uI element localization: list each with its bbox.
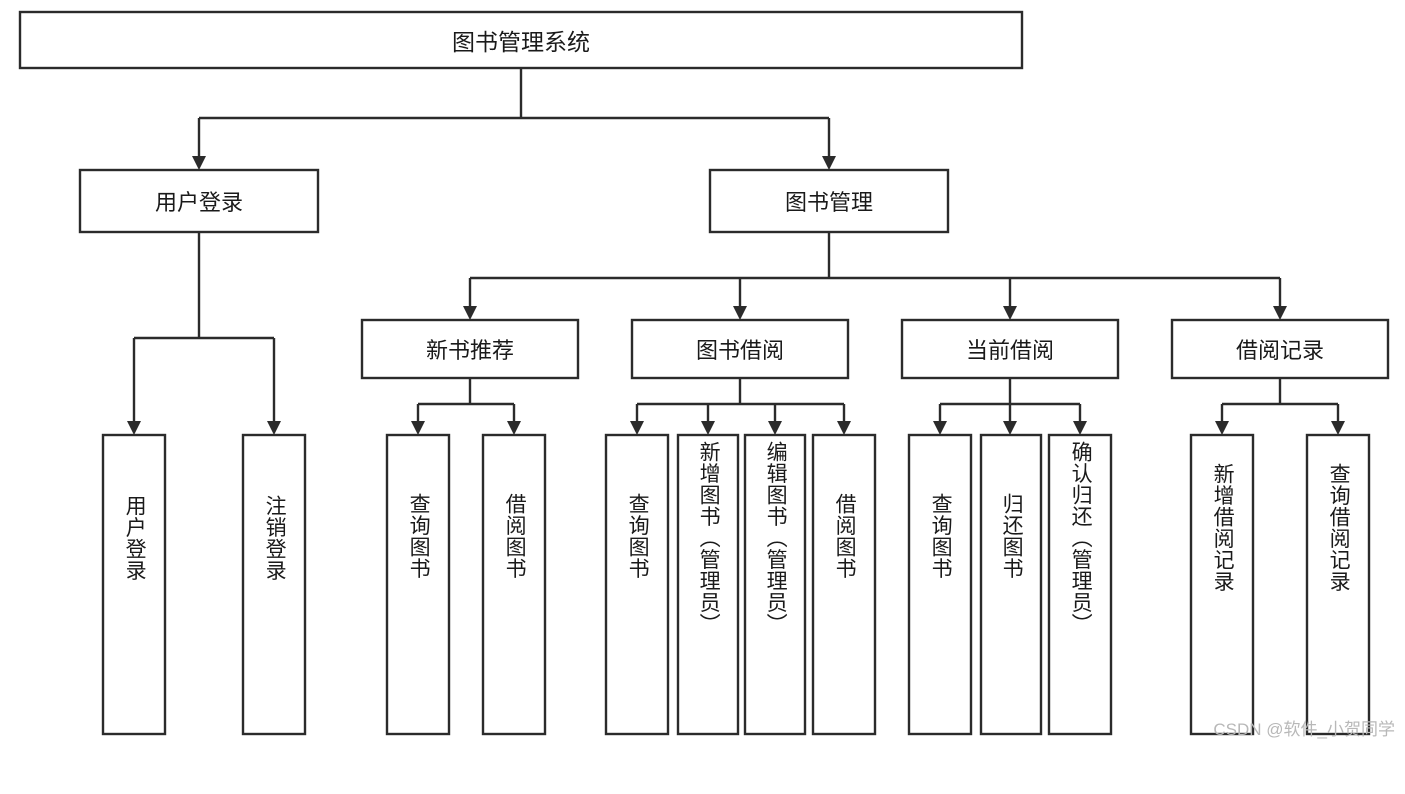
arrowhead-leaf-return-book (1003, 421, 1017, 435)
edges-bookmgmt-to-level3 (463, 232, 1287, 320)
node-leaf-query-book-2[interactable] (604, 433, 670, 736)
edges-root-to-level2 (192, 68, 836, 170)
arrowhead-book-borrow (733, 306, 747, 320)
arrowhead-leaf-add-record (1215, 421, 1229, 435)
node-root[interactable] (18, 10, 1024, 70)
node-new-book-recommend[interactable] (360, 318, 580, 380)
node-current-borrow[interactable] (900, 318, 1120, 380)
arrowhead-leaf-logout-login (267, 421, 281, 435)
arrowhead-leaf-user-login (127, 421, 141, 435)
edges-currentborrow-to-leaves (933, 378, 1087, 435)
arrowhead-user-login (192, 156, 206, 170)
node-leaf-borrow-book-1[interactable] (481, 433, 547, 736)
arrowhead-leaf-query-book-1 (411, 421, 425, 435)
flowchart-diagram: 图书管理系统 用户登录 图书管理 新书推荐 图书借阅 当前借阅 借阅记录 用户登… (18, 10, 1395, 739)
node-leaf-query-book-1[interactable] (385, 433, 451, 736)
edges-newbook-to-leaves (411, 378, 521, 435)
arrowhead-leaf-query-book-3 (933, 421, 947, 435)
edges-userlogin-to-leaves (127, 232, 281, 435)
arrowhead-new-book-recommend (463, 306, 477, 320)
arrowhead-book-management (822, 156, 836, 170)
arrowhead-leaf-query-book-2 (630, 421, 644, 435)
node-leaf-add-book[interactable] (676, 433, 740, 736)
arrowhead-leaf-add-book (701, 421, 715, 435)
node-leaf-return-book[interactable] (979, 433, 1043, 736)
arrowhead-leaf-borrow-book-2 (837, 421, 851, 435)
edges-borrowrecord-to-leaves (1215, 378, 1345, 435)
node-user-login[interactable] (78, 168, 320, 234)
node-leaf-confirm-return[interactable] (1047, 433, 1113, 736)
arrowhead-leaf-edit-book (768, 421, 782, 435)
node-leaf-query-record[interactable] (1305, 433, 1371, 736)
arrowhead-leaf-borrow-book-1 (507, 421, 521, 435)
node-leaf-logout-login[interactable] (241, 433, 307, 736)
node-book-management[interactable] (708, 168, 950, 234)
edges-bookborrow-to-leaves (630, 378, 851, 435)
node-leaf-edit-book[interactable] (743, 433, 807, 736)
arrowhead-leaf-confirm-return (1073, 421, 1087, 435)
node-leaf-add-record[interactable] (1189, 433, 1255, 736)
arrowhead-leaf-query-record (1331, 421, 1345, 435)
node-leaf-user-login[interactable] (101, 433, 167, 736)
node-book-borrow[interactable] (630, 318, 850, 380)
diagram-canvas (18, 10, 1390, 736)
node-leaf-borrow-book-2[interactable] (811, 433, 877, 736)
node-leaf-query-book-3[interactable] (907, 433, 973, 736)
node-borrow-record[interactable] (1170, 318, 1390, 380)
arrowhead-current-borrow (1003, 306, 1017, 320)
arrowhead-borrow-record (1273, 306, 1287, 320)
